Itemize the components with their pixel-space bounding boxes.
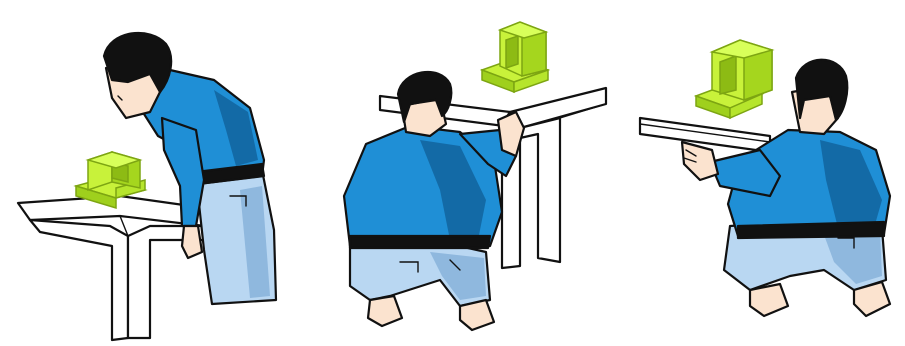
l-block-object — [482, 22, 548, 92]
table — [640, 118, 770, 152]
panel-side-view — [310, 0, 610, 346]
l-block-object — [696, 40, 772, 118]
end-view-drawing — [620, 0, 905, 346]
panel-front-view — [0, 0, 300, 346]
table — [18, 196, 205, 340]
front-view-drawing — [0, 0, 300, 346]
side-view-drawing — [310, 0, 610, 346]
panel-end-view — [620, 0, 905, 346]
